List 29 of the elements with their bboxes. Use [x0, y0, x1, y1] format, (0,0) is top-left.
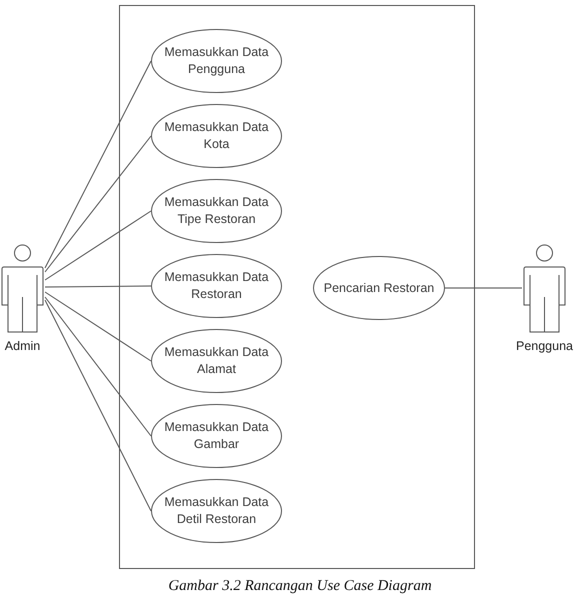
association-line	[44, 296, 152, 436]
use-case-label: Pencarian Restoran	[324, 280, 434, 296]
system-boundary	[119, 5, 475, 569]
association-line	[44, 210, 152, 280]
figure-caption: Gambar 3.2 Rancangan Use Case Diagram	[167, 577, 433, 596]
use-case-label: Memasukkan Data Pengguna	[163, 44, 270, 78]
use-case-ellipse	[151, 479, 282, 543]
association-line	[44, 300, 152, 512]
use-case-ellipse	[313, 256, 445, 320]
use-case-ellipse	[151, 329, 282, 393]
use-case-ellipse	[151, 29, 282, 93]
actor-figure	[522, 244, 567, 333]
actor-figure	[0, 244, 45, 333]
association-line	[44, 286, 152, 288]
association-line	[44, 292, 152, 362]
actor-label: Admin	[4, 338, 40, 354]
use-case-label: Memasukkan Data Tipe Restoran	[163, 194, 270, 228]
use-case-label: Memasukkan Data Alamat	[163, 344, 270, 378]
association-line	[44, 60, 152, 268]
use-case-label: Memasukkan Data Detil Restoran	[163, 494, 270, 528]
use-case-ellipse	[151, 104, 282, 168]
use-case-ellipse	[151, 179, 282, 243]
association-line	[44, 136, 152, 272]
actor-label: Pengguna	[516, 338, 573, 354]
use-case-label: Memasukkan Data Gambar	[163, 419, 270, 453]
use-case-label: Memasukkan Data Restoran	[163, 269, 270, 303]
use-case-ellipse	[151, 254, 282, 318]
use-case-label: Memasukkan Data Kota	[163, 119, 270, 153]
use-case-ellipse	[151, 404, 282, 468]
